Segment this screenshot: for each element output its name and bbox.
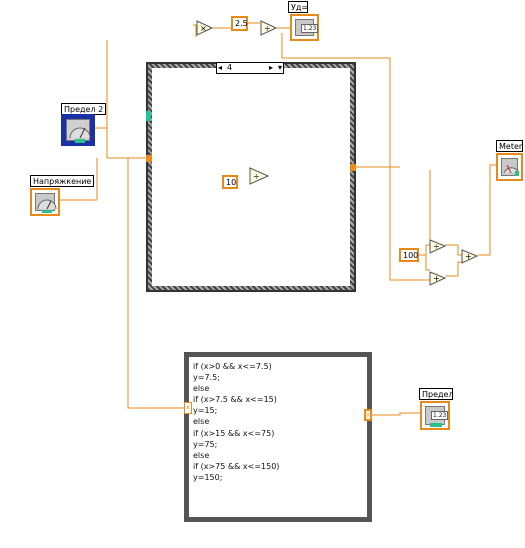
knob-face <box>35 193 57 213</box>
indicator-predel[interactable]: 1.23 <box>420 401 450 430</box>
constant-100[interactable]: 100 <box>399 248 419 262</box>
formula-node[interactable]: if (x>0 && x<=7.5) y=7.5; else if (x>7.5… <box>184 352 372 522</box>
add-icon: + <box>461 249 479 264</box>
selector-increment[interactable]: ▸ <box>268 63 273 72</box>
indicator-ud[interactable]: 1.23 <box>290 14 319 41</box>
svg-text:÷: ÷ <box>264 24 271 33</box>
svg-text:÷: ÷ <box>253 172 260 181</box>
divide-icon: ÷ <box>429 239 447 254</box>
case-selector[interactable]: ◂ 4 ▸ ▾ <box>216 62 284 74</box>
input-tunnel <box>146 155 152 162</box>
svg-text:+: + <box>465 252 472 261</box>
multiply-node-1[interactable]: × <box>196 20 214 36</box>
green-strip <box>430 423 442 427</box>
multiply-icon: + <box>429 271 447 286</box>
svg-text:÷: ÷ <box>433 242 440 251</box>
formula-input-x: x <box>184 402 192 414</box>
svg-text:×: × <box>200 24 207 33</box>
output-tunnel <box>350 164 356 171</box>
knob-face <box>66 119 91 143</box>
numeric-readout: 1.23 <box>431 411 449 420</box>
multiply-icon: ÷ <box>249 167 270 185</box>
constant-2-5[interactable]: 2.5 <box>231 16 248 31</box>
divide-node-2[interactable]: ÷ <box>429 239 447 254</box>
multiply-icon: × <box>196 20 214 36</box>
selector-decrement[interactable]: ◂ <box>218 63 223 72</box>
label-napryazhenie: Напряжкение <box>30 175 94 187</box>
selector-dropdown[interactable]: ▾ <box>277 63 282 72</box>
divide-node-1[interactable]: ÷ <box>260 20 278 36</box>
meter-face <box>501 158 520 176</box>
meter-icon <box>503 164 520 176</box>
svg-text:+: + <box>433 274 440 283</box>
indicator-meter[interactable] <box>496 153 523 181</box>
formula-code[interactable]: if (x>0 && x<=7.5) y=7.5; else if (x>7.5… <box>193 362 280 482</box>
numeric-readout: 1.23 <box>301 24 319 33</box>
label-predel: Предел <box>419 388 454 400</box>
control-predel2[interactable] <box>61 114 95 146</box>
multiply-node-2[interactable]: + <box>429 271 447 286</box>
control-napryazhenie[interactable] <box>30 188 60 216</box>
multiply-node-case[interactable]: ÷ <box>249 167 270 185</box>
case-selector-terminal <box>146 111 151 121</box>
formula-output-y: y <box>364 409 372 421</box>
divide-icon: ÷ <box>260 20 278 36</box>
label-meter: Meter <box>496 140 523 152</box>
label-ud: Уд= <box>288 1 308 13</box>
add-node[interactable]: + <box>461 249 479 264</box>
numeric-indicator-face: 1.23 <box>295 19 319 36</box>
gauge-icon <box>69 127 91 143</box>
numeric-indicator-face: 1.23 <box>425 406 449 427</box>
constant-10[interactable]: 10 <box>222 175 238 189</box>
gauge-icon <box>37 199 57 213</box>
selector-value: 4 <box>227 63 233 72</box>
